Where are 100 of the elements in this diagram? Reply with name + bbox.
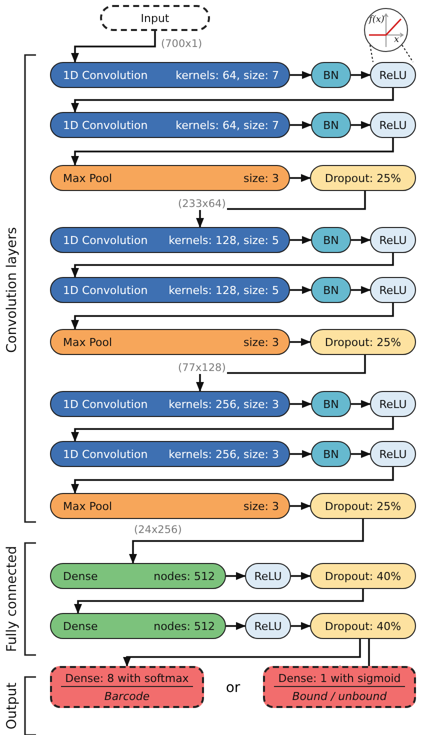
arrow bbox=[290, 338, 311, 346]
tensor-shape-label: (700x1) bbox=[160, 38, 204, 50]
arrow bbox=[129, 519, 364, 564]
layer-parameters: kernels: 64, size: 7 bbox=[176, 118, 279, 132]
arrow bbox=[71, 467, 394, 494]
relu-box bbox=[245, 613, 291, 639]
convolution-layer-box bbox=[50, 227, 290, 253]
arrow bbox=[290, 502, 311, 510]
layer-name: ReLU bbox=[379, 398, 407, 410]
layer-name: BN bbox=[323, 398, 339, 410]
relu-box bbox=[370, 441, 416, 467]
arrow bbox=[351, 71, 371, 79]
arrow bbox=[290, 174, 311, 182]
arrow bbox=[351, 236, 371, 244]
relu-box bbox=[370, 391, 416, 417]
relu-box bbox=[370, 62, 416, 88]
arrow bbox=[290, 121, 312, 129]
arrow bbox=[351, 450, 371, 458]
arrow bbox=[290, 450, 312, 458]
arrow bbox=[290, 236, 312, 244]
relu-box bbox=[370, 277, 416, 303]
convolution-layer-box bbox=[50, 391, 290, 417]
layer-name: Max Pool bbox=[63, 336, 112, 348]
relu-box bbox=[245, 563, 291, 589]
arrow bbox=[351, 286, 371, 294]
batch-norm-box bbox=[311, 227, 351, 253]
arrow bbox=[71, 253, 394, 278]
layer-name: ReLU bbox=[379, 118, 407, 132]
convolution-layer-box bbox=[50, 441, 290, 467]
section-label: Convolution layers bbox=[4, 227, 20, 353]
layer-name: Dropout: 25% bbox=[324, 336, 402, 348]
output-box bbox=[50, 666, 204, 708]
layer-name: Dense bbox=[63, 620, 98, 632]
layer-name: Dropout: 25% bbox=[324, 500, 402, 512]
layer-name: Max Pool bbox=[63, 500, 112, 512]
function-label: f(x) bbox=[369, 15, 384, 25]
tensor-shape-label: (24x256) bbox=[133, 524, 183, 536]
layer-name: 1D Convolution bbox=[63, 398, 148, 410]
layer-parameters: kernels: 256, size: 3 bbox=[168, 398, 279, 410]
layer-description: Dense: 1 with sigmoid bbox=[274, 672, 405, 686]
layer-name: Dropout: 40% bbox=[324, 570, 402, 582]
layer-name: Dropout: 25% bbox=[324, 172, 402, 184]
layer-parameters: size: 3 bbox=[243, 336, 279, 348]
dense-layer-box bbox=[50, 613, 226, 639]
layer-name: Input bbox=[140, 12, 170, 24]
section-label: Output bbox=[4, 682, 20, 730]
layer-parameters: size: 3 bbox=[243, 172, 279, 184]
layer-name: 1D Convolution bbox=[63, 284, 148, 296]
layer-name: Dense bbox=[63, 570, 98, 582]
layer-name: BN bbox=[323, 448, 339, 460]
layer-name: ReLU bbox=[379, 234, 407, 246]
layer-name: Max Pool bbox=[63, 172, 112, 184]
layer-name: ReLU bbox=[379, 68, 407, 82]
arrow bbox=[74, 589, 364, 614]
layer-name: Dropout: 40% bbox=[324, 620, 402, 632]
layer-parameters: kernels: 64, size: 7 bbox=[176, 68, 279, 82]
arrow bbox=[71, 138, 394, 166]
arrow bbox=[71, 88, 394, 113]
layer-name: 1D Convolution bbox=[63, 234, 148, 246]
convolution-layer-box bbox=[50, 62, 290, 88]
convolution-layer-box bbox=[50, 112, 290, 138]
tensor-shape-label: (77x128) bbox=[177, 362, 227, 374]
relu-box bbox=[370, 112, 416, 138]
layer-name: ReLU bbox=[254, 570, 282, 582]
section-label: Fully connected bbox=[4, 546, 20, 652]
arrow bbox=[71, 417, 394, 442]
or-label: or bbox=[226, 680, 240, 696]
dropout-box bbox=[310, 563, 416, 589]
arrow bbox=[291, 622, 311, 630]
arrow bbox=[71, 31, 156, 63]
dropout-box bbox=[310, 165, 416, 191]
layer-parameters: nodes: 512 bbox=[154, 620, 215, 632]
layer-parameters: nodes: 512 bbox=[154, 570, 215, 582]
output-task-label: Barcode bbox=[104, 690, 150, 702]
max-pool-box bbox=[50, 165, 290, 191]
layer-name: BN bbox=[323, 118, 339, 132]
dropout-box bbox=[310, 493, 416, 519]
batch-norm-box bbox=[311, 112, 351, 138]
arrow bbox=[290, 286, 312, 294]
convolution-layer-box bbox=[50, 277, 290, 303]
arrow bbox=[71, 303, 394, 330]
arrow bbox=[290, 71, 312, 79]
layer-name: 1D Convolution bbox=[63, 118, 148, 132]
dropout-box bbox=[310, 329, 416, 355]
layer-name: ReLU bbox=[379, 284, 407, 296]
arrow bbox=[290, 400, 312, 408]
arrow bbox=[226, 622, 246, 630]
layer-parameters: size: 3 bbox=[243, 500, 279, 512]
max-pool-box bbox=[50, 493, 290, 519]
layer-parameters: kernels: 256, size: 3 bbox=[168, 448, 279, 460]
batch-norm-box bbox=[311, 391, 351, 417]
arrow bbox=[123, 639, 361, 667]
batch-norm-box bbox=[311, 441, 351, 467]
batch-norm-box bbox=[311, 277, 351, 303]
layer-name: BN bbox=[323, 284, 339, 296]
arrow bbox=[291, 572, 311, 580]
layer-parameters: kernels: 128, size: 5 bbox=[168, 234, 279, 246]
arrow bbox=[351, 400, 371, 408]
layer-name: BN bbox=[323, 68, 339, 82]
relu-box bbox=[370, 227, 416, 253]
